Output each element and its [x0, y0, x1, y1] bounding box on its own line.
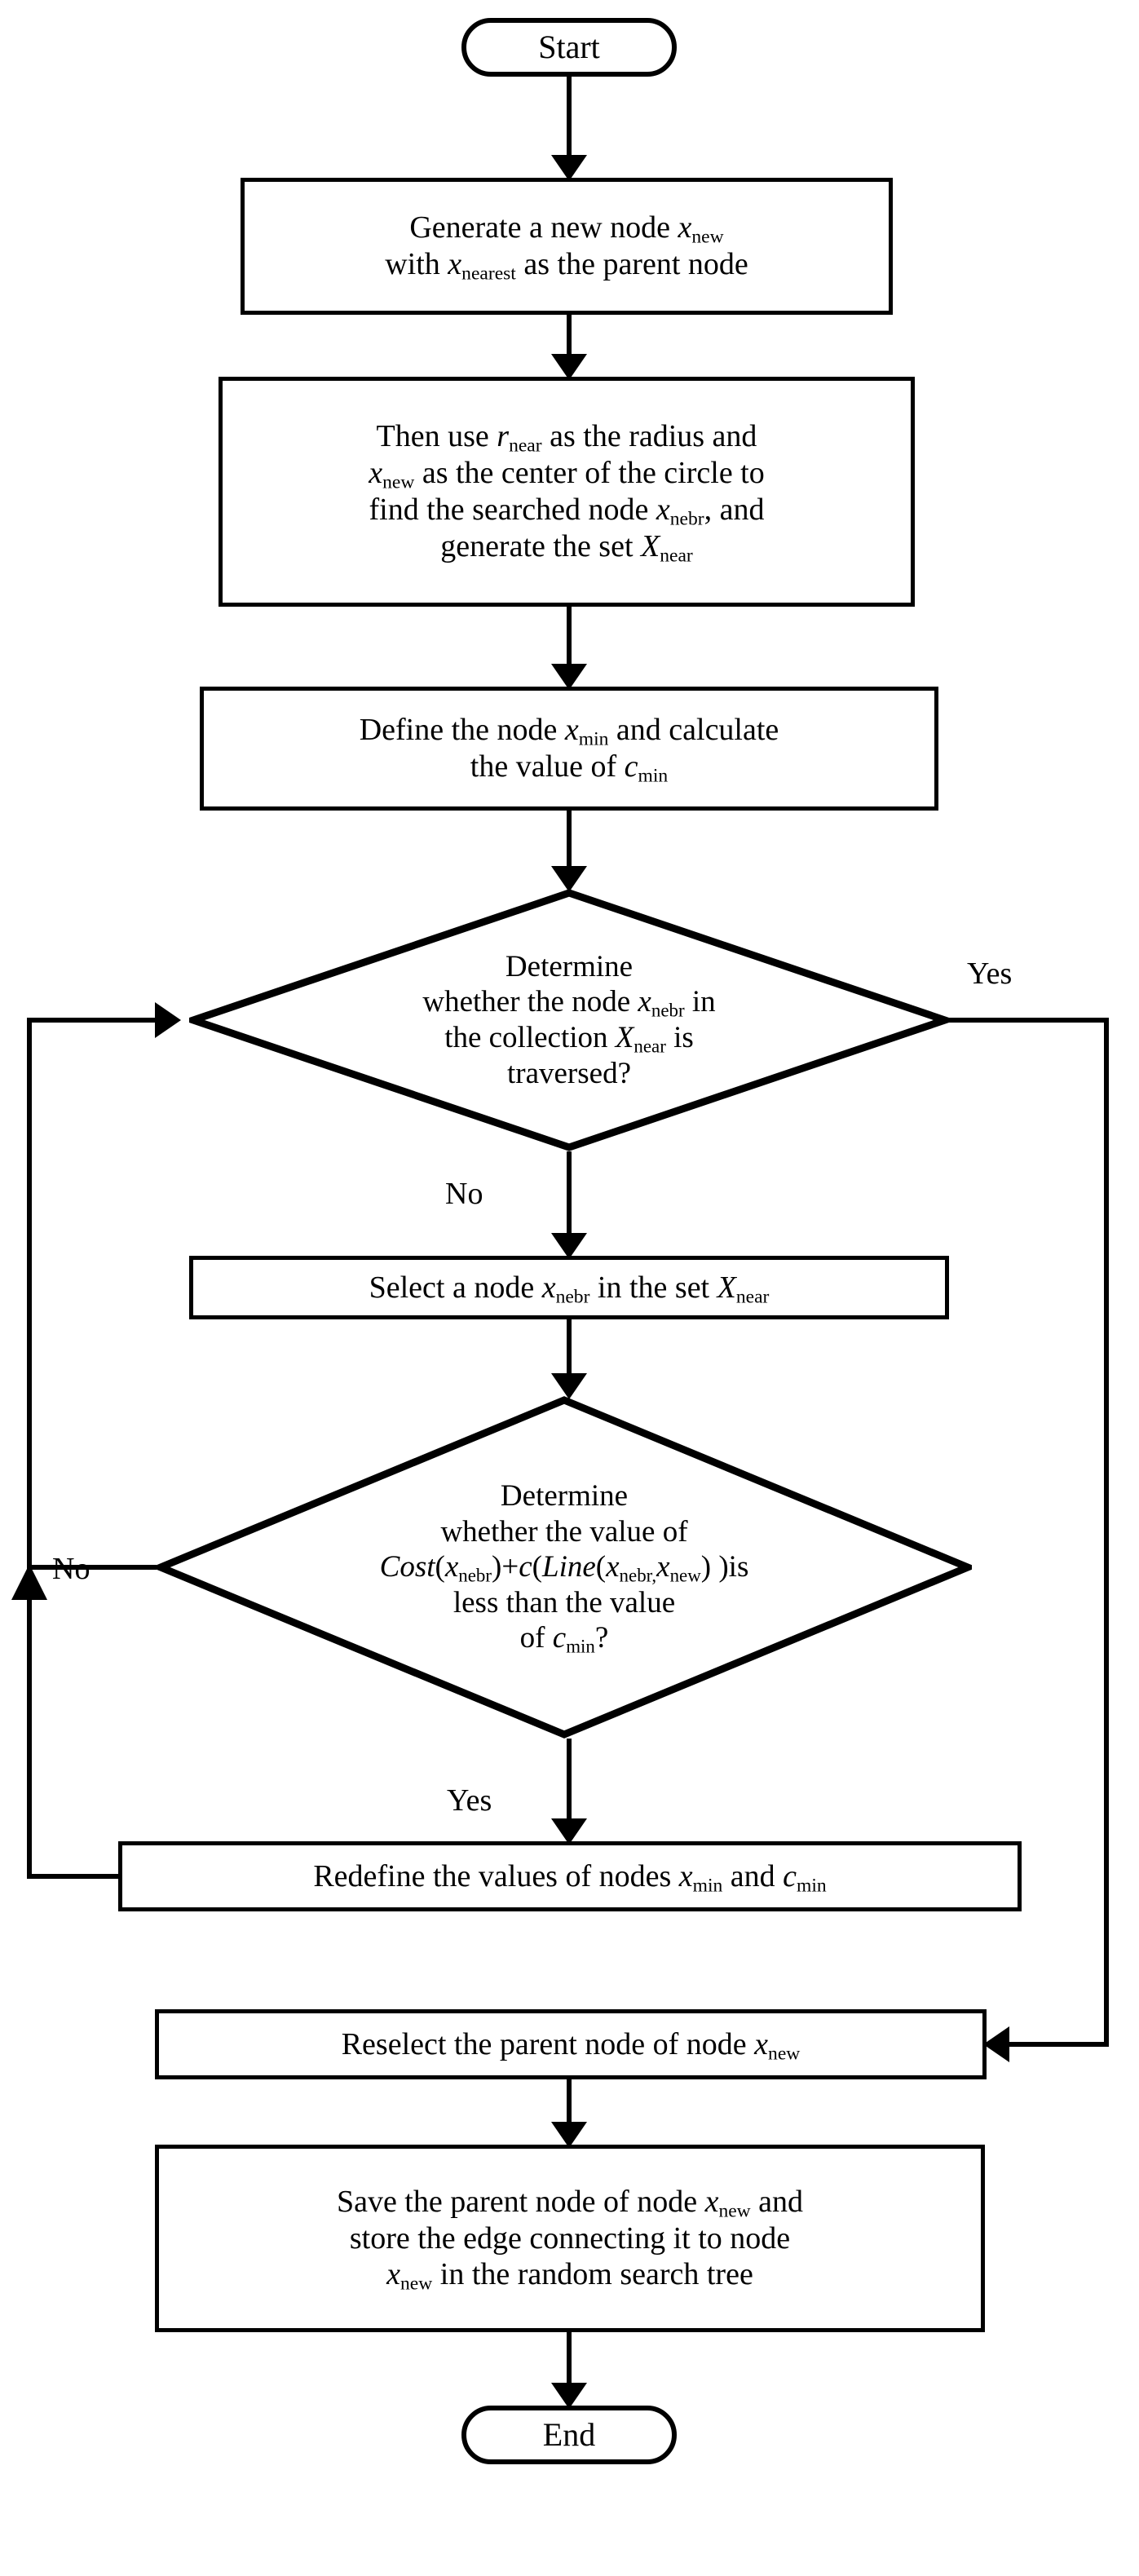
- node-start[interactable]: Start: [461, 18, 677, 77]
- edge-redefine-loopback: [27, 1567, 118, 1879]
- decision-cost-label: Determine whether the value of Cost(xneb…: [379, 1478, 749, 1657]
- edge-no-to-decide: [27, 1018, 173, 1570]
- branch-label-traversed-yes: Yes: [967, 957, 1013, 991]
- branch-label-cost-yes: Yes: [447, 1783, 492, 1818]
- node-define-min[interactable]: Define the node xmin and calculate the v…: [200, 687, 938, 811]
- branch-label-cost-no: No: [52, 1552, 91, 1586]
- node-redefine-values[interactable]: Redefine the values of nodes xmin and cm…: [118, 1841, 1022, 1911]
- decision-cost-less-than-cmin[interactable]: Determine whether the value of Cost(xneb…: [157, 1396, 972, 1739]
- node-reselect-parent[interactable]: Reselect the parent node of node xnew: [155, 2009, 987, 2079]
- decision-is-traversed-label: Determine whether the node xnebr in the …: [422, 949, 716, 1090]
- node-end-label: End: [542, 2416, 596, 2454]
- node-redefine-values-label: Redefine the values of nodes xmin and cm…: [313, 1858, 827, 1897]
- node-generate-new-node-label: Generate a new node xnew with xnearest a…: [385, 210, 748, 285]
- decision-cost-shape: [157, 1396, 972, 1739]
- node-select-node[interactable]: Select a node xnebr in the set Xnear: [189, 1256, 949, 1319]
- decision-is-traversed[interactable]: Determine whether the node xnebr in the …: [189, 889, 949, 1151]
- node-end[interactable]: End: [461, 2406, 677, 2464]
- node-save-edge[interactable]: Save the parent node of node xnew and st…: [155, 2145, 985, 2332]
- node-reselect-parent-label: Reselect the parent node of node xnew: [341, 2026, 801, 2065]
- node-generate-new-node[interactable]: Generate a new node xnew with xnearest a…: [241, 178, 893, 315]
- node-select-node-label: Select a node xnebr in the set Xnear: [369, 1270, 770, 1308]
- node-save-edge-label: Save the parent node of node xnew and st…: [336, 2184, 804, 2295]
- decision-is-traversed-shape: [189, 889, 949, 1151]
- branch-label-traversed-no: No: [445, 1177, 483, 1211]
- node-define-min-label: Define the node xmin and calculate the v…: [359, 713, 779, 787]
- node-start-label: Start: [538, 29, 600, 66]
- node-radius-search-label: Then use rnear as the radius and xnew as…: [369, 419, 765, 567]
- node-radius-search[interactable]: Then use rnear as the radius and xnew as…: [219, 377, 915, 607]
